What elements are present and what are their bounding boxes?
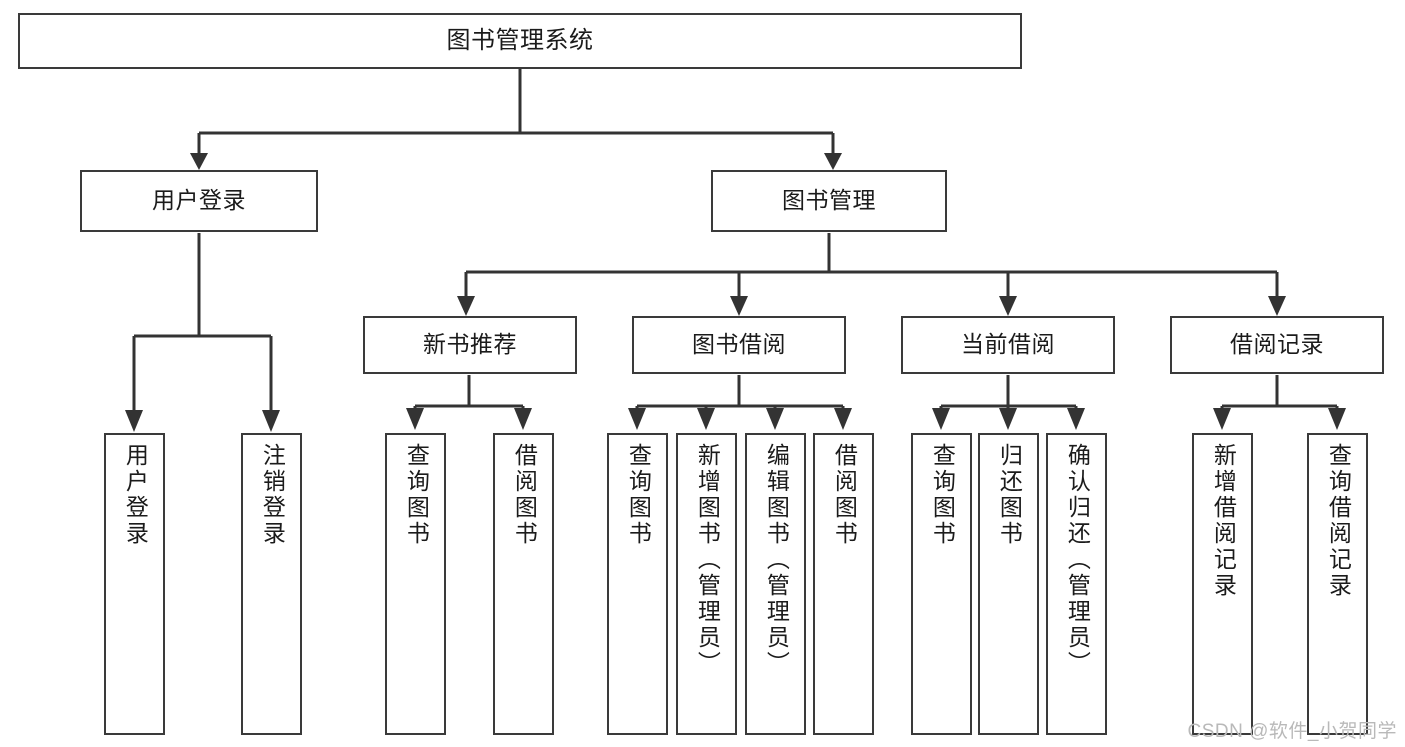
node-borrow-records[interactable]: 借阅记录 <box>1170 316 1384 374</box>
node-label: 用户登录 <box>122 443 149 547</box>
node-label: 新增图书（管理员） <box>694 443 721 677</box>
leaf-add-book-admin[interactable]: 新增图书（管理员） <box>676 433 737 735</box>
node-label: 新书推荐 <box>423 331 517 358</box>
leaf-edit-book-admin[interactable]: 编辑图书（管理员） <box>745 433 806 735</box>
leaf-return-book[interactable]: 归还图书 <box>978 433 1039 735</box>
connector-group-book-management <box>464 233 1279 300</box>
node-label: 查询图书 <box>625 443 652 547</box>
leaf-query-borrow-record[interactable]: 查询借阅记录 <box>1307 433 1368 735</box>
node-label: 查询图书 <box>929 443 956 547</box>
leaf-new-book-borrow[interactable]: 借阅图书 <box>493 433 554 735</box>
leaf-borrow-book[interactable]: 借阅图书 <box>813 433 874 735</box>
arrowheads-user-login <box>125 410 280 432</box>
connector-group-book-borrow <box>635 375 845 416</box>
node-label: 借阅记录 <box>1230 331 1324 358</box>
node-book-management[interactable]: 图书管理 <box>711 170 947 232</box>
node-label: 编辑图书（管理员） <box>763 443 790 677</box>
node-label: 确认归还（管理员） <box>1064 443 1091 677</box>
leaf-current-query-book[interactable]: 查询图书 <box>911 433 972 735</box>
arrowheads-level2 <box>190 153 842 170</box>
leaf-confirm-return-admin[interactable]: 确认归还（管理员） <box>1046 433 1107 735</box>
leaf-user-login[interactable]: 用户登录 <box>104 433 165 735</box>
node-label: 借阅图书 <box>511 443 538 547</box>
leaf-new-book-query[interactable]: 查询图书 <box>385 433 446 735</box>
node-new-book-recommend[interactable]: 新书推荐 <box>363 316 577 374</box>
node-label: 归还图书 <box>996 443 1023 547</box>
connector-group-new-book <box>413 375 525 416</box>
connector-group-user-login <box>132 233 273 414</box>
node-current-borrow[interactable]: 当前借阅 <box>901 316 1115 374</box>
arrowheads-level3 <box>457 296 1286 316</box>
leaf-add-borrow-record[interactable]: 新增借阅记录 <box>1192 433 1253 735</box>
node-label: 查询图书 <box>403 443 430 547</box>
node-label: 图书管理系统 <box>446 26 594 54</box>
node-label: 借阅图书 <box>831 443 858 547</box>
arrowheads-new-book <box>406 408 532 430</box>
leaf-user-logout[interactable]: 注销登录 <box>241 433 302 735</box>
arrowheads-current-borrow <box>932 408 1085 430</box>
leaf-borrow-query-book[interactable]: 查询图书 <box>607 433 668 735</box>
node-label: 当前借阅 <box>961 331 1055 358</box>
node-label: 用户登录 <box>152 187 246 214</box>
node-label: 新增借阅记录 <box>1210 443 1237 599</box>
connector-group-root <box>197 69 835 157</box>
node-user-login[interactable]: 用户登录 <box>80 170 318 232</box>
node-label: 图书借阅 <box>692 331 786 358</box>
node-root-book-management-system[interactable]: 图书管理系统 <box>18 13 1022 69</box>
arrowheads-borrow-records <box>1213 408 1346 430</box>
node-book-borrow[interactable]: 图书借阅 <box>632 316 846 374</box>
node-label: 查询借阅记录 <box>1325 443 1352 599</box>
node-label: 图书管理 <box>782 187 876 214</box>
node-label: 注销登录 <box>259 443 286 547</box>
arrowheads-book-borrow <box>628 408 852 430</box>
connector-group-borrow-records <box>1220 375 1339 416</box>
